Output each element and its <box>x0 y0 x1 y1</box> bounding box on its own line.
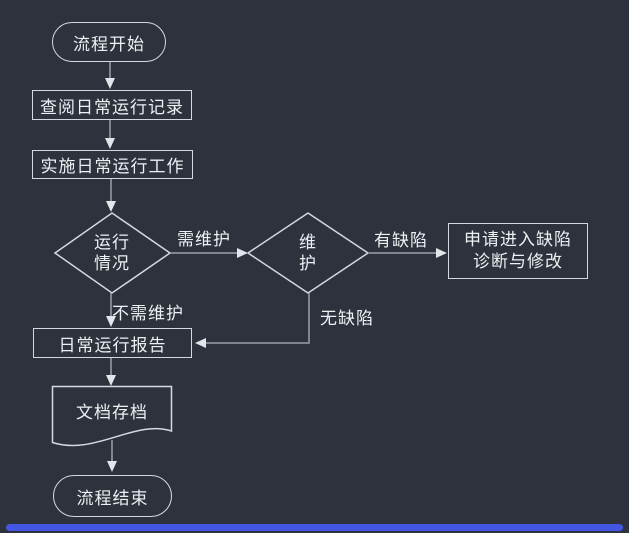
arrowhead-icon <box>105 78 115 89</box>
arrowhead-icon <box>237 248 248 258</box>
edge-label-no-defect: 无缺陷 <box>320 309 374 328</box>
defect-diagnosis-node: 申请进入缺陷 诊断与修改 <box>448 223 588 279</box>
maintain-decision-line2: 护 <box>299 254 317 273</box>
maintain-decision-label: 维 护 <box>268 231 348 275</box>
edge-label-need-maintenance: 需维护 <box>177 230 231 249</box>
edge-label-has-defect: 有缺陷 <box>374 231 428 250</box>
arrow-maintain-to-report <box>206 293 310 344</box>
status-decision-line1: 运行 <box>94 233 130 252</box>
status-decision-line2: 情况 <box>94 254 130 273</box>
arrowhead-icon <box>106 375 116 386</box>
archive-document-shape <box>51 385 173 447</box>
arrowhead-icon <box>195 338 206 348</box>
archive-document-label: 文档存档 <box>76 402 148 422</box>
review-records-node: 查阅日常运行记录 <box>32 90 192 120</box>
arrowhead-icon <box>436 248 447 258</box>
daily-report-node: 日常运行报告 <box>33 328 192 358</box>
status-decision-label: 运行 情况 <box>72 231 152 275</box>
progress-bar <box>6 524 623 531</box>
edge-label-no-maintenance: 不需维护 <box>112 304 184 323</box>
arrowhead-icon <box>106 316 116 327</box>
maintain-decision-line1: 维 <box>299 233 317 252</box>
arrowhead-icon <box>106 201 116 212</box>
start-node: 流程开始 <box>52 22 166 62</box>
defect-diagnosis-line1: 申请进入缺陷 <box>464 230 572 249</box>
end-node: 流程结束 <box>53 475 172 517</box>
defect-diagnosis-line2: 诊断与修改 <box>473 252 563 271</box>
arrowhead-icon <box>105 138 115 149</box>
arrowhead-icon <box>107 461 117 472</box>
implement-work-node: 实施日常运行工作 <box>32 150 193 179</box>
